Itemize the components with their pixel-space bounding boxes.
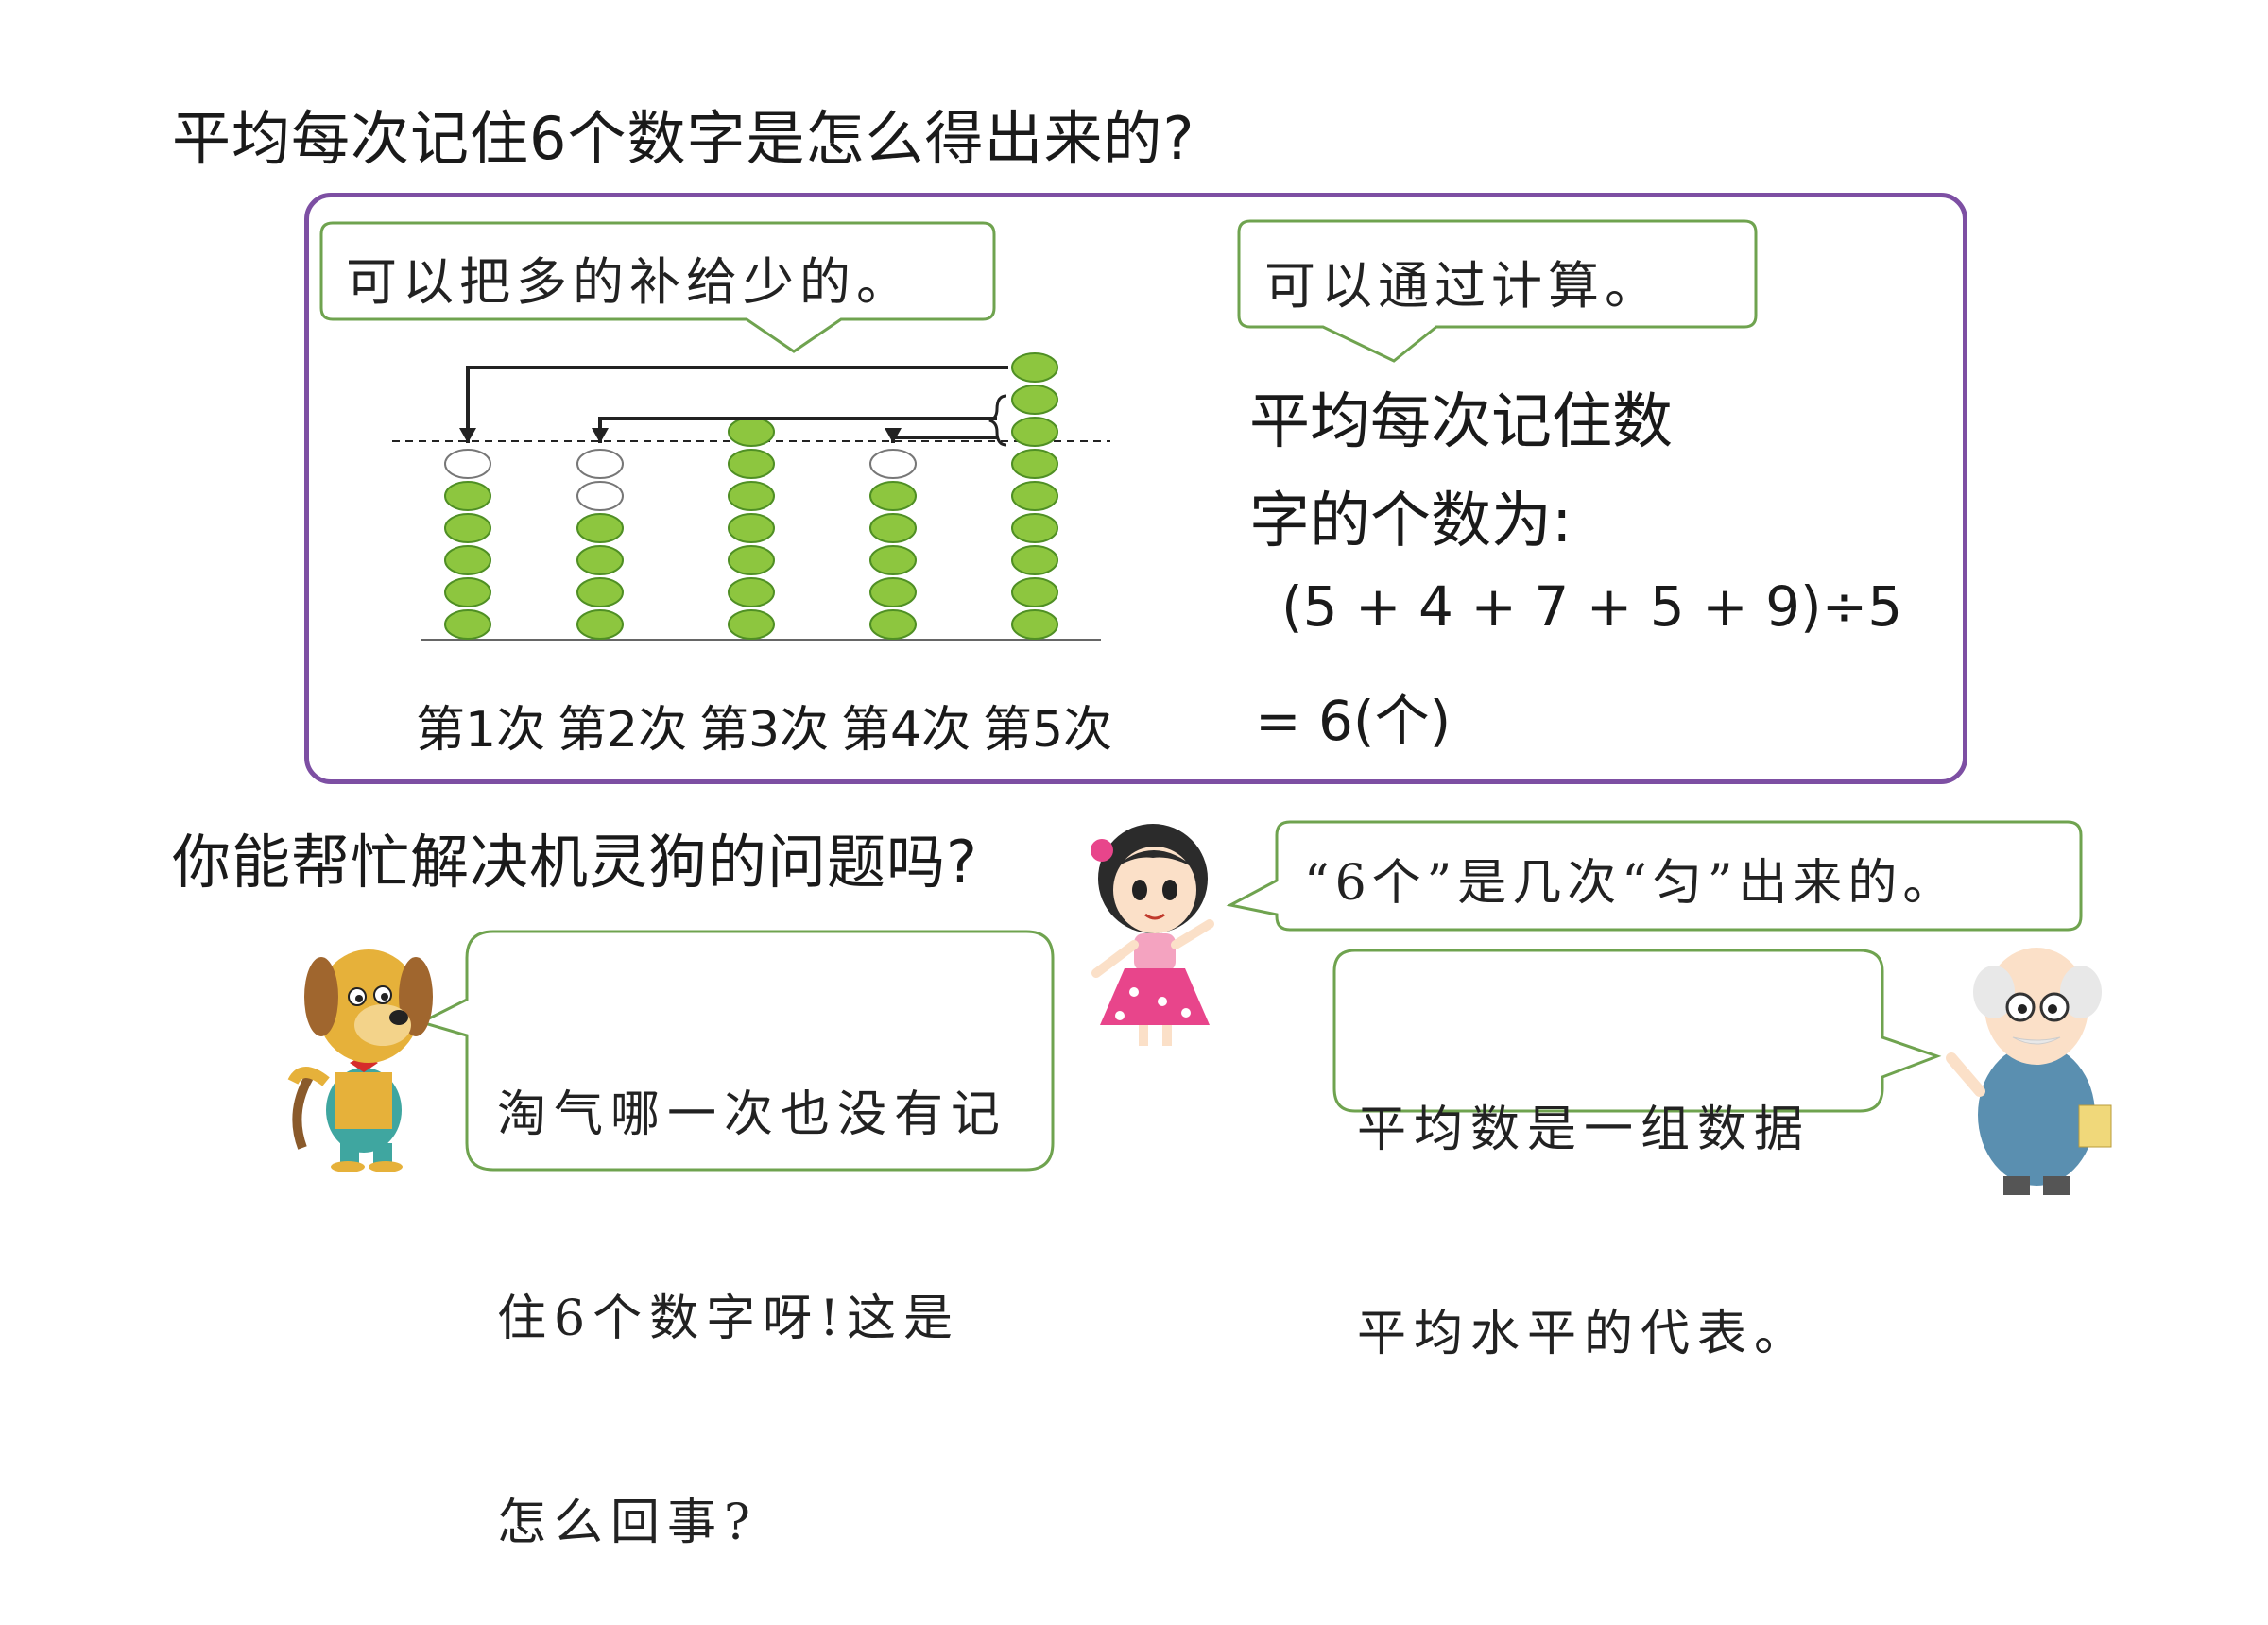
trial-labels: 第1次 第2次 第3次 第4次 第5次 [416,690,1134,759]
empty-bead-slot [576,449,624,479]
trial-label-2: 第2次 [558,702,688,759]
bead [444,513,491,543]
girl-bubble-text: “6个”是几次“匀”出来的。 [1304,855,1958,912]
bead [869,545,917,575]
calc-line-2: 字的个数为: [1249,487,1572,556]
teacher-bubble-line-1: 平均数是一组数据 [1357,1102,1812,1158]
left-bubble-shape [319,221,996,353]
dog-bubble-line-1: 淘气哪一次也没有记 [497,1086,1008,1143]
empty-bead-slot [576,481,624,511]
bead [1011,513,1058,543]
bead [444,545,491,575]
bead [576,513,624,543]
bead [576,545,624,575]
right-bubble-shape [1237,219,1758,363]
girl-character [1091,824,1214,1046]
calc-result: = 6(个) [1255,689,1452,753]
trial-label-1: 第1次 [416,702,546,759]
bead [728,513,775,543]
teacher-character [1946,948,2112,1195]
bead [444,577,491,607]
bead [728,545,775,575]
move-arrow-to-trial-1-head [459,428,476,443]
move-arrow-to-trial-1 [466,366,1008,443]
move-arrow-to-trial-2-head [592,428,609,443]
bead [869,481,917,511]
bead [1011,385,1058,415]
bead [1011,449,1058,479]
bead [869,577,917,607]
bubble-shapes [319,219,2083,1172]
left-bubble-text: 可以把多的补给少的。 [346,252,913,312]
bead [728,449,775,479]
bead [1011,417,1058,447]
empty-bead-slot [444,449,491,479]
teacher-bubble-line-2: 平均水平的代表。 [1357,1306,1812,1362]
bead-diagram [392,352,1110,641]
bead [576,609,624,640]
bead [728,609,775,640]
bead [869,513,917,543]
bead [728,417,775,447]
trial-label-3: 第3次 [699,702,830,759]
bead [728,577,775,607]
teacher-bubble-text: 平均数是一组数据 平均水平的代表。 [1357,960,1811,1436]
dog-bubble-text: 淘气哪一次也没有记 住6个数字呀!这是 怎么回事? [497,945,1007,1625]
trial-label-5: 第5次 [983,702,1113,759]
bead [1011,545,1058,575]
right-bubble-text: 可以通过计算。 [1264,256,1661,316]
bead [576,577,624,607]
question-heading: 你能帮忙解决机灵狗的问题吗? [172,828,978,897]
brace [988,394,1007,447]
trial-label-4: 第4次 [841,702,971,759]
teacher-bubble-shape [1332,949,1942,1113]
dog-character [287,949,433,1172]
bead [1011,352,1058,383]
move-arrow-to-trial-4-head [885,428,902,443]
bead [444,609,491,640]
calc-expression: (5 + 4 + 7 + 5 + 9)÷5 [1281,574,1903,639]
method-panel [304,193,1967,784]
calc-line-1: 平均每次记住数 [1249,387,1673,457]
bead [1011,609,1058,640]
dog-bubble-line-2: 住6个数字呀!这是 [497,1291,960,1347]
bead [444,481,491,511]
bead [869,609,917,640]
bead [1011,481,1058,511]
bead [1011,577,1058,607]
move-arrow-to-trial-2 [598,417,997,443]
empty-bead-slot [869,449,917,479]
bead [728,481,775,511]
girl-bubble-shape [1226,820,2083,932]
dog-bubble-shape [417,930,1055,1172]
page-heading: 平均每次记住6个数字是怎么得出来的? [172,104,1195,173]
dog-bubble-line-3: 怎么回事? [497,1495,758,1551]
